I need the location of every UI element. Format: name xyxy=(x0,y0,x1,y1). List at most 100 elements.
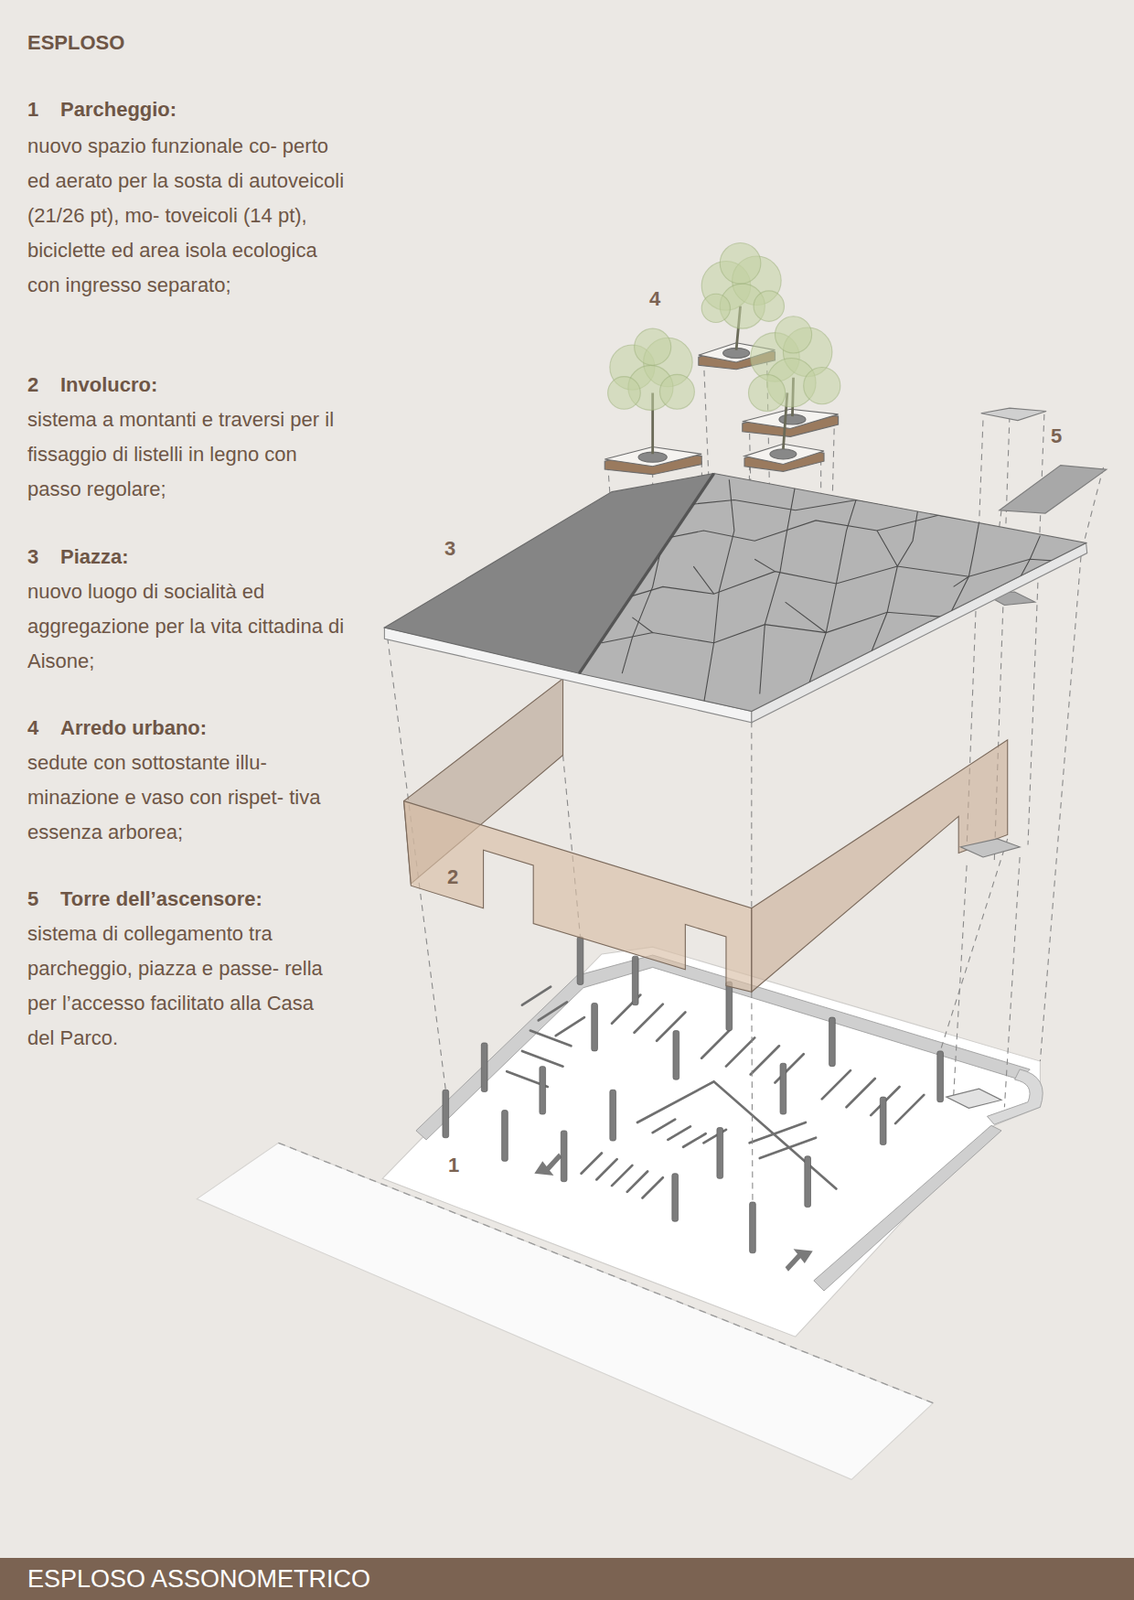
band-caption: ESPLOSO ASSONOMETRICO xyxy=(0,1557,1134,1600)
elevator-tower xyxy=(999,465,1107,514)
item-number: 1 xyxy=(27,92,39,128)
columns xyxy=(726,981,733,1031)
item-description: nuovo luogo di socialità ed aggregazione… xyxy=(27,574,346,679)
projection-lines xyxy=(953,856,1020,1107)
piazza-slab xyxy=(621,489,674,674)
parking-slab xyxy=(382,946,1040,1337)
piazza-slab xyxy=(683,500,918,511)
columns xyxy=(937,1050,944,1102)
page-title: ESPLOSO xyxy=(27,31,125,55)
piazza-slab xyxy=(805,497,857,694)
projection-lines xyxy=(1039,556,1081,1061)
flow-arrows xyxy=(534,1152,813,1271)
piazza-slab xyxy=(601,479,1092,704)
columns xyxy=(560,1130,567,1182)
trees xyxy=(748,374,785,411)
columns xyxy=(577,936,584,985)
stall-lines xyxy=(522,986,585,1037)
callout-number: 5 xyxy=(1048,425,1065,448)
flow-arrows xyxy=(534,1152,562,1176)
piazza-slab xyxy=(922,522,979,632)
item-number: 2 xyxy=(27,367,39,403)
callout-number: 2 xyxy=(444,866,461,888)
piazza-slab xyxy=(631,530,969,633)
columns xyxy=(609,1089,617,1141)
planters xyxy=(770,449,797,460)
item-heading: Arredo urbano: xyxy=(60,710,207,746)
piazza-slab xyxy=(611,558,1092,602)
piazza-slab xyxy=(578,473,1086,712)
parking-slab xyxy=(813,1124,1002,1291)
columns xyxy=(673,1030,680,1081)
piazza-slab xyxy=(866,510,919,664)
item-number: 5 xyxy=(27,881,39,917)
trees xyxy=(652,306,794,455)
item-description: sistema di collegamento tra parcheggio, … xyxy=(27,916,346,1056)
stall-lines xyxy=(611,994,924,1124)
columns xyxy=(442,936,944,1253)
columns xyxy=(672,1173,679,1221)
item-description: sistema a montanti e traversi per il fis… xyxy=(27,402,346,507)
elevator-tower xyxy=(960,838,1020,857)
columns xyxy=(502,1110,509,1162)
parking-slab xyxy=(382,946,1043,1337)
trees xyxy=(659,374,695,409)
trees xyxy=(652,306,794,455)
item-heading: Piazza: xyxy=(60,539,129,575)
projection-lines xyxy=(751,991,753,1202)
title-band: ESPLOSO ASSONOMETRICO xyxy=(0,1557,1134,1600)
item-description: sedute con sottostante illu- minazione e… xyxy=(27,745,346,850)
stall-lines xyxy=(506,986,924,1199)
envelope xyxy=(404,678,1008,992)
trees xyxy=(719,242,761,284)
callout-number: 4 xyxy=(646,288,664,311)
trees xyxy=(608,242,841,411)
item-heading: Parcheggio: xyxy=(60,92,177,128)
item-heading: Torre dell’ascensore: xyxy=(60,881,263,917)
columns xyxy=(829,1016,836,1067)
columns xyxy=(539,1066,546,1114)
projection-lines xyxy=(940,838,1008,1051)
columns xyxy=(780,1062,787,1114)
piazza-slab xyxy=(703,479,734,704)
columns xyxy=(591,1002,599,1050)
piazza-slab xyxy=(1009,535,1040,598)
envelope xyxy=(751,739,1008,993)
columns xyxy=(804,1155,812,1208)
projection-lines xyxy=(387,359,1104,1202)
columns xyxy=(442,1089,450,1137)
piazza-slab xyxy=(384,473,1092,723)
elevator-tower xyxy=(981,407,1047,420)
piazza-slab xyxy=(578,473,714,674)
callout-number: 1 xyxy=(445,1154,462,1177)
elevator-tower xyxy=(946,407,1107,1108)
stall-lines xyxy=(506,1030,571,1087)
piazza-slab xyxy=(759,484,796,695)
columns xyxy=(631,955,639,1006)
piazza-slab xyxy=(652,514,1061,541)
trees xyxy=(608,242,841,454)
projection-lines xyxy=(750,721,752,909)
trees xyxy=(701,293,730,322)
item-heading: Involucro: xyxy=(60,367,158,403)
parking-slab xyxy=(416,954,1030,1140)
stall-lines xyxy=(581,1152,664,1198)
item-description: nuovo spazio funzionale co- perto ed aer… xyxy=(27,128,346,303)
piazza-slab xyxy=(601,597,1010,643)
item-number: 3 xyxy=(27,539,39,575)
trees xyxy=(774,316,812,354)
columns xyxy=(749,1201,757,1253)
stall-lines xyxy=(652,1119,727,1147)
item-number: 4 xyxy=(27,710,39,746)
flow-arrows xyxy=(785,1248,814,1272)
stall-lines xyxy=(749,1122,816,1158)
columns xyxy=(716,1127,724,1179)
envelope xyxy=(404,801,752,993)
trees xyxy=(753,290,784,321)
columns xyxy=(879,1096,887,1145)
columns xyxy=(481,1042,488,1092)
trees xyxy=(634,328,672,365)
callout-number: 3 xyxy=(441,537,459,560)
planters xyxy=(604,342,838,475)
